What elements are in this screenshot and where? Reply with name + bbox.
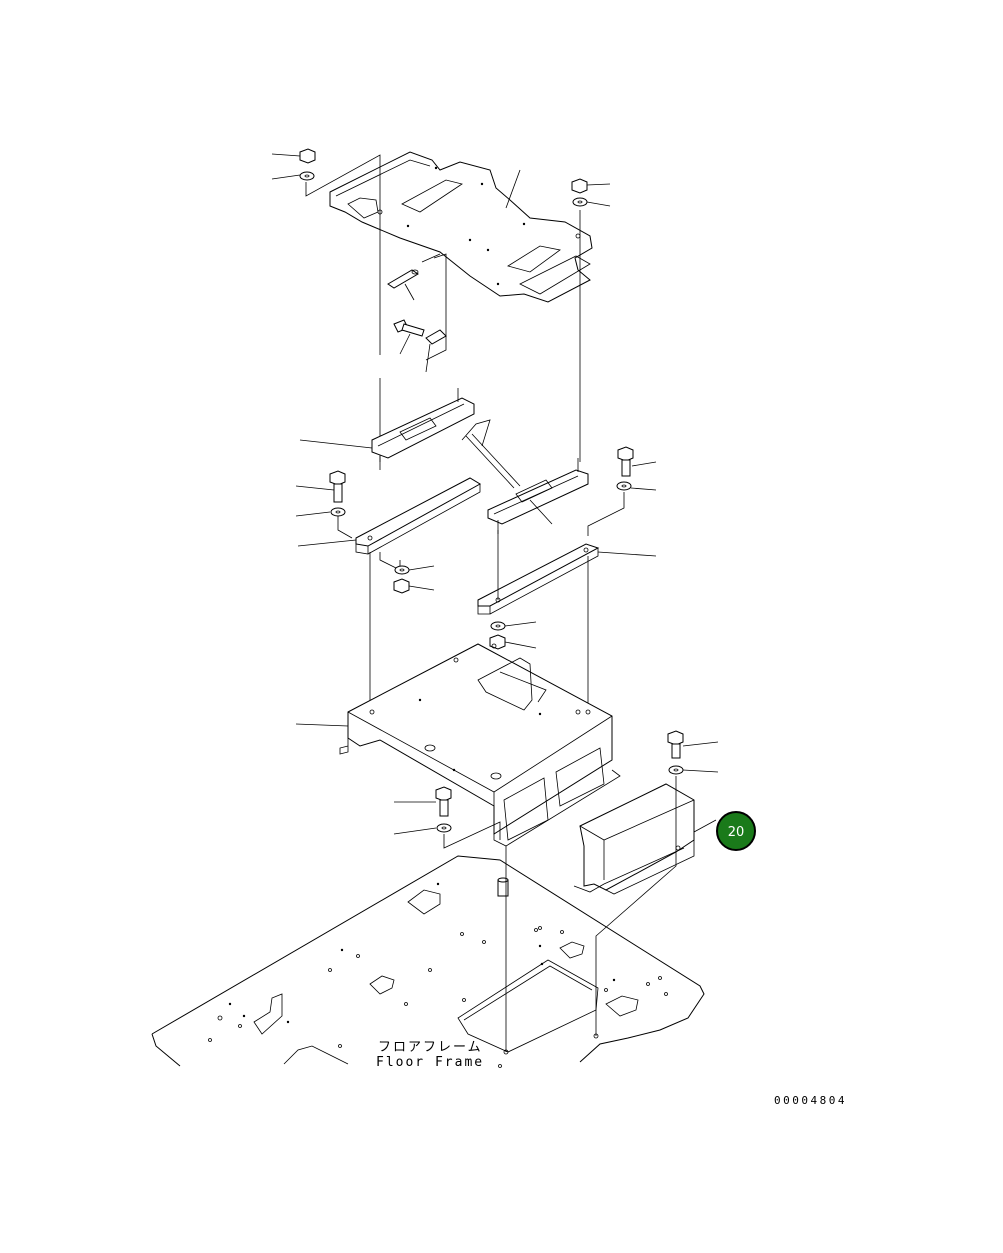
washer-top-right [572,197,611,207]
bolt-right-lower [667,730,719,759]
bolt-floor [497,877,509,897]
bolt-lower-middle [394,786,452,817]
nut-right-2 [489,634,537,650]
nut-left-2 [393,578,435,594]
seat-rail-right [487,458,589,534]
pin [387,253,441,301]
floor-frame-label-en: Floor Frame [376,1055,484,1070]
bolt-left-1 [295,470,346,503]
nut-top-right [571,178,611,194]
nut-top-left [271,148,316,164]
washer-lower-middle [393,823,452,835]
seat-stand [295,643,621,847]
spacer-bar-left [297,477,482,555]
stopper-bolt [393,319,425,355]
seat-rail-left [299,388,475,470]
callout-circle[interactable] [716,811,756,851]
washer-top-left [271,171,315,181]
washer-left-1 [295,507,346,517]
cover [573,783,717,895]
callout-20[interactable]: 20 [716,811,756,851]
spacer-bar-right [477,543,657,615]
washer-right-1 [616,481,657,491]
bolt-right-1 [617,446,657,477]
connecting-rod [461,419,521,489]
drawing-number: 00004804 [774,1094,847,1107]
washer-left-2 [394,565,435,575]
callout-number[interactable]: 20 [728,825,745,840]
clip [425,329,447,373]
washer-right-2 [490,621,537,631]
washer-right-lower [668,765,719,775]
floor-frame-label-jp: フロアフレーム [378,1040,483,1055]
floor-frame [151,855,705,1068]
top-mounting-plate [329,151,593,303]
